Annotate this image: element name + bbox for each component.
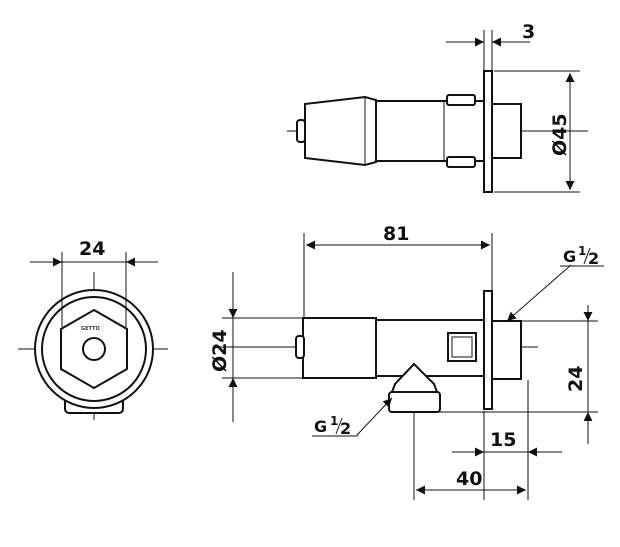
thread-outlet-numerator: 1 — [578, 244, 586, 258]
thread-outlet-denominator: 2 — [588, 249, 599, 268]
dim-end-width: 24 — [79, 238, 105, 260]
top-view-body — [375, 100, 485, 162]
dim-inlet-offset: 40 — [456, 468, 482, 490]
side-view-flange — [483, 290, 493, 410]
side-view-outlet — [491, 320, 522, 380]
top-view: 3 Ø45 — [287, 21, 588, 193]
dim-flange-diameter: Ø45 — [549, 113, 571, 156]
side-view-body — [375, 319, 485, 377]
thread-callout-outlet: G 1 2 — [506, 244, 604, 322]
end-view: GETTO 24 — [18, 238, 168, 420]
top-view-flange — [483, 70, 493, 193]
dim-offset-height: 24 — [565, 366, 587, 392]
side-view-handle — [302, 317, 377, 379]
thread-inlet-prefix: G — [314, 417, 327, 436]
side-view: 81 Ø24 24 15 40 G 1 2 G — [209, 223, 604, 500]
end-view-brand: GETTO — [81, 326, 100, 332]
thread-outlet-prefix: G — [563, 247, 576, 266]
side-view-inlet — [388, 391, 441, 413]
top-view-knob — [296, 119, 306, 143]
side-view-slot — [447, 332, 477, 362]
thread-inlet-denominator: 2 — [340, 419, 351, 438]
side-view-knob — [295, 335, 305, 359]
dim-body-diameter: Ø24 — [209, 329, 231, 372]
dim-length: 81 — [383, 223, 409, 245]
top-view-outlet — [491, 103, 522, 159]
end-view-knob — [82, 337, 106, 361]
thread-inlet-numerator: 1 — [330, 414, 338, 428]
thread-callout-inlet: G 1 2 — [312, 397, 393, 438]
dim-outlet-offset: 15 — [490, 429, 516, 451]
dim-flange-thickness: 3 — [522, 21, 535, 43]
